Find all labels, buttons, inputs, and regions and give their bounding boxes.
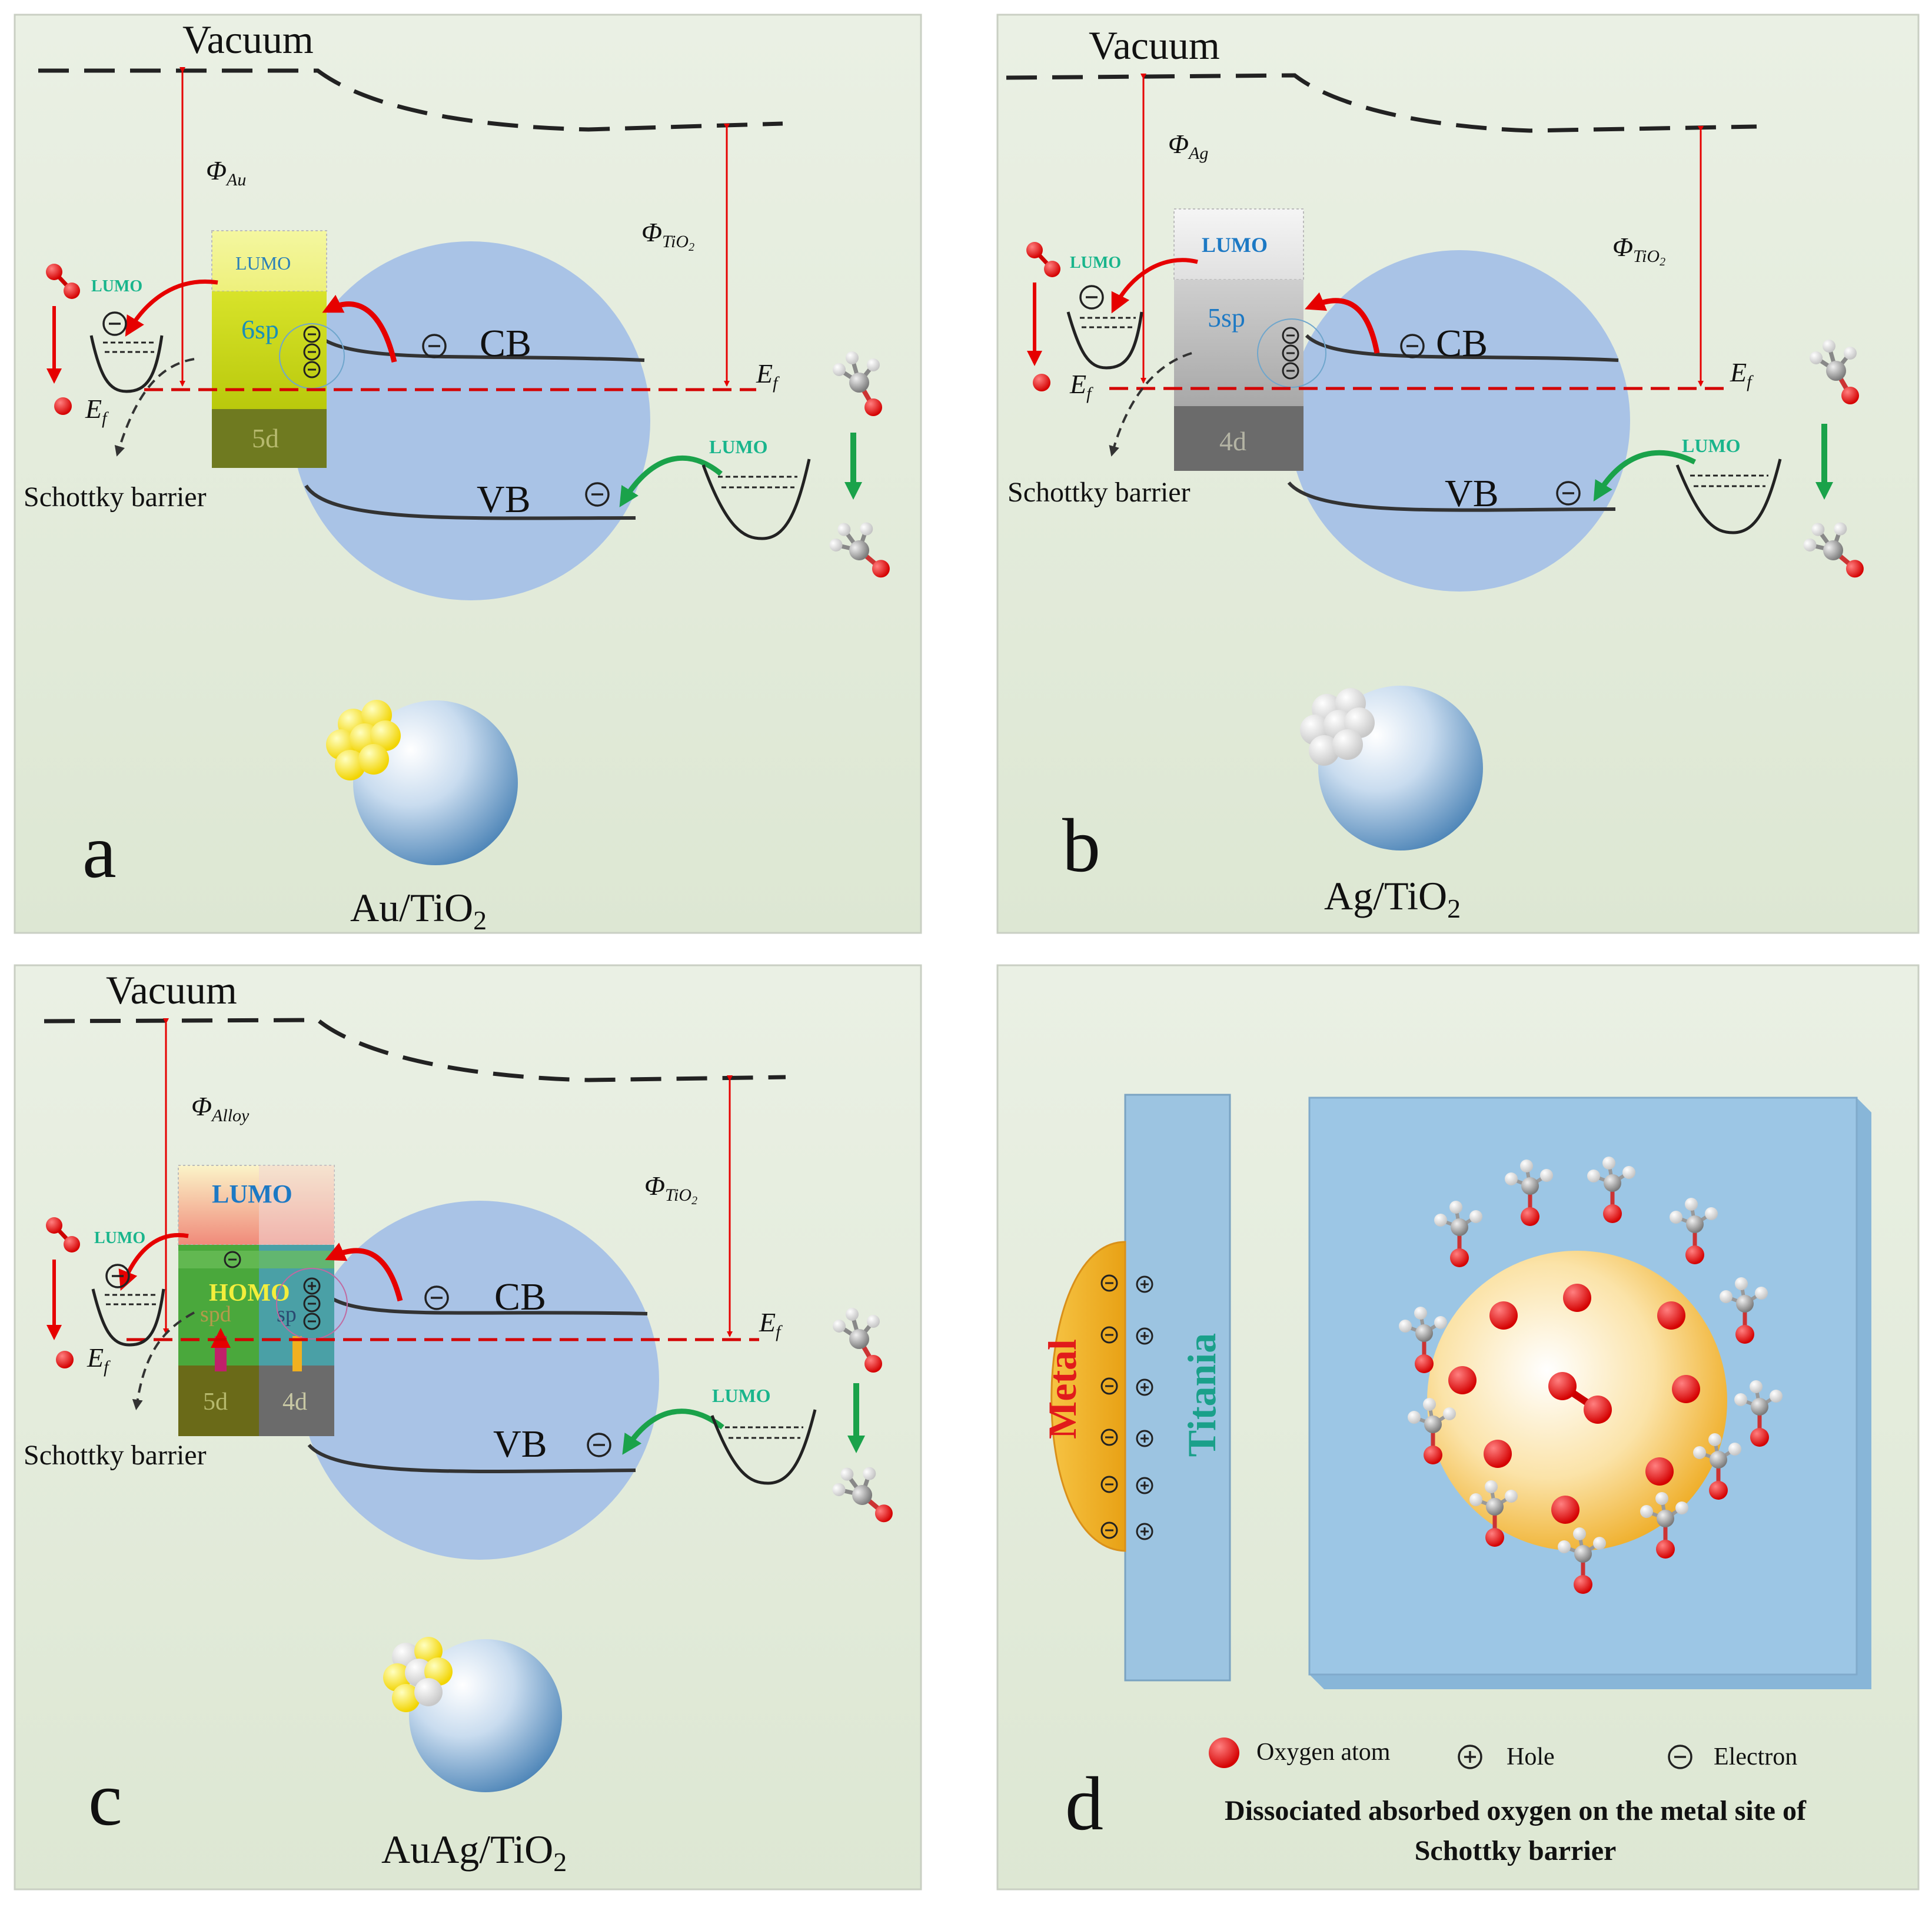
right-potential-well <box>710 1409 817 1485</box>
schottky-label: Schottky barrier <box>24 481 207 513</box>
phi-metal-label: ΦAlloy <box>191 1091 250 1125</box>
panel-d: Metal Titania <box>996 964 1920 1891</box>
panel-c: Vacuum ΦAlloy ΦTiO2 CB VB LUMO HOMO spd … <box>14 964 922 1891</box>
schottky-arrow <box>1109 352 1192 457</box>
panel-letter: c <box>88 1757 122 1842</box>
panel-letter: a <box>82 809 117 894</box>
interface-circle <box>1257 318 1326 388</box>
legend-electron-label: Electron <box>1714 1743 1797 1770</box>
d-left-label: 5d <box>203 1388 228 1416</box>
lumo-band-label: LUMO <box>212 1180 292 1208</box>
vb-line <box>307 1444 636 1473</box>
sp-band <box>212 291 327 409</box>
vb-label: VB <box>477 478 531 521</box>
potential-well <box>91 1288 165 1347</box>
cb-line <box>325 1293 648 1315</box>
electron-transfer-arrow <box>322 294 397 363</box>
vb-label: VB <box>1445 472 1499 515</box>
metal-label: Metal <box>1040 1339 1085 1439</box>
potential-well <box>1066 311 1143 370</box>
spd-label: spd <box>200 1302 231 1327</box>
cb-label: CB <box>1436 322 1488 365</box>
vacuum-label: Vacuum <box>1089 23 1220 68</box>
panel-b: Vacuum ΦAg ΦTiO2 CB VB LUMO 5sp 4d Ef Ef… <box>996 14 1920 934</box>
auag-cluster <box>383 1637 453 1712</box>
right-lumo-label: LUMO <box>712 1385 771 1406</box>
oxygen-atoms <box>1448 1284 1700 1524</box>
vacuum-level-line <box>44 1018 786 1082</box>
d-band <box>1174 406 1303 471</box>
ag-cluster <box>1300 688 1375 766</box>
lumo-band <box>1173 208 1304 280</box>
electron-transfer-arrow <box>1111 258 1198 314</box>
electron-transfer-arrow <box>125 280 218 337</box>
sp-band-label: 6sp <box>241 314 279 344</box>
right-lumo-label: LUMO <box>1682 435 1741 456</box>
lumo-band <box>211 230 327 292</box>
au-cluster <box>326 700 401 780</box>
schottky-arrow <box>114 358 195 457</box>
mol-lumo-label: LUMO <box>1070 254 1121 272</box>
phi-tio2-label: ΦTiO2 <box>641 217 694 254</box>
metal-particle <box>1050 1241 1126 1552</box>
lumo-band-label: LUMO <box>235 253 291 274</box>
vacuum-level-line <box>1006 73 1757 133</box>
d-band-left <box>178 1366 259 1436</box>
oxygen-atom <box>1033 374 1050 391</box>
tio2-sphere <box>291 241 650 600</box>
vacuum-label: Vacuum <box>106 968 237 1012</box>
cb-label: CB <box>494 1275 546 1318</box>
caption-line-2: Schottky barrier <box>1415 1835 1617 1866</box>
legend-oxygen-icon <box>1209 1737 1239 1768</box>
vb-line <box>304 484 636 520</box>
phi-tio2-label: ΦTiO2 <box>1612 232 1665 268</box>
panel-a: Vacuum ΦAu ΦTiO2 CB VB LUMO 6sp 5d Ef Ef <box>14 14 922 935</box>
right-lumo-label: LUMO <box>709 436 768 457</box>
cb-label: CB <box>480 322 531 365</box>
schottky-arrow <box>132 1311 195 1410</box>
d-right-label: 4d <box>282 1388 307 1416</box>
oxygen-atom <box>56 1351 74 1368</box>
d-band-label: 5d <box>252 423 279 453</box>
d-band-right <box>259 1366 334 1436</box>
mol-lumo-label: LUMO <box>94 1229 145 1247</box>
panel-letter: d <box>1065 1762 1103 1846</box>
potential-well <box>89 335 164 393</box>
schottky-label: Schottky barrier <box>24 1440 207 1471</box>
legend-oxygen-label: Oxygen atom <box>1256 1739 1391 1766</box>
legend-hole-label: Hole <box>1507 1743 1555 1770</box>
sp-band-label: 5sp <box>1208 303 1245 333</box>
electron-transfer-arrow <box>325 1242 403 1302</box>
interface-circle <box>276 1268 348 1340</box>
caption-line-1: Dissociated absorbed oxygen on the metal… <box>1225 1795 1807 1826</box>
panel-caption: Ag/TiO2 <box>1324 873 1461 923</box>
panel-caption: AuAg/TiO2 <box>381 1827 567 1877</box>
titania-label: Titania <box>1179 1333 1224 1457</box>
green-transfer-arrow <box>622 1408 724 1455</box>
electron-transfer-arrow <box>1305 292 1380 354</box>
phi-metal-label: ΦAg <box>1168 129 1208 163</box>
phi-tio2-label: ΦTiO2 <box>644 1171 697 1207</box>
vacuum-label: Vacuum <box>182 17 314 62</box>
d-band <box>212 409 327 468</box>
schottky-label: Schottky barrier <box>1007 477 1191 508</box>
panel-caption: Au/TiO2 <box>350 885 487 935</box>
right-potential-well <box>1675 459 1782 534</box>
tio2-sphere <box>300 1201 659 1560</box>
vb-line <box>1287 481 1616 512</box>
oxygen-atom <box>54 397 72 415</box>
phi-metal-label: ΦAu <box>206 155 246 190</box>
vb-label: VB <box>493 1423 547 1466</box>
mol-lumo-label: LUMO <box>91 277 142 295</box>
vacuum-level-line <box>38 68 783 132</box>
green-transfer-arrow <box>1593 450 1697 502</box>
panel-letter: b <box>1062 803 1100 888</box>
d-band-label: 4d <box>1219 426 1246 456</box>
sp-label: sp <box>277 1302 297 1327</box>
lumo-band-label: LUMO <box>1202 233 1268 257</box>
sp-band <box>1174 280 1303 406</box>
right-potential-well <box>701 459 811 540</box>
green-transfer-arrow <box>619 455 723 507</box>
